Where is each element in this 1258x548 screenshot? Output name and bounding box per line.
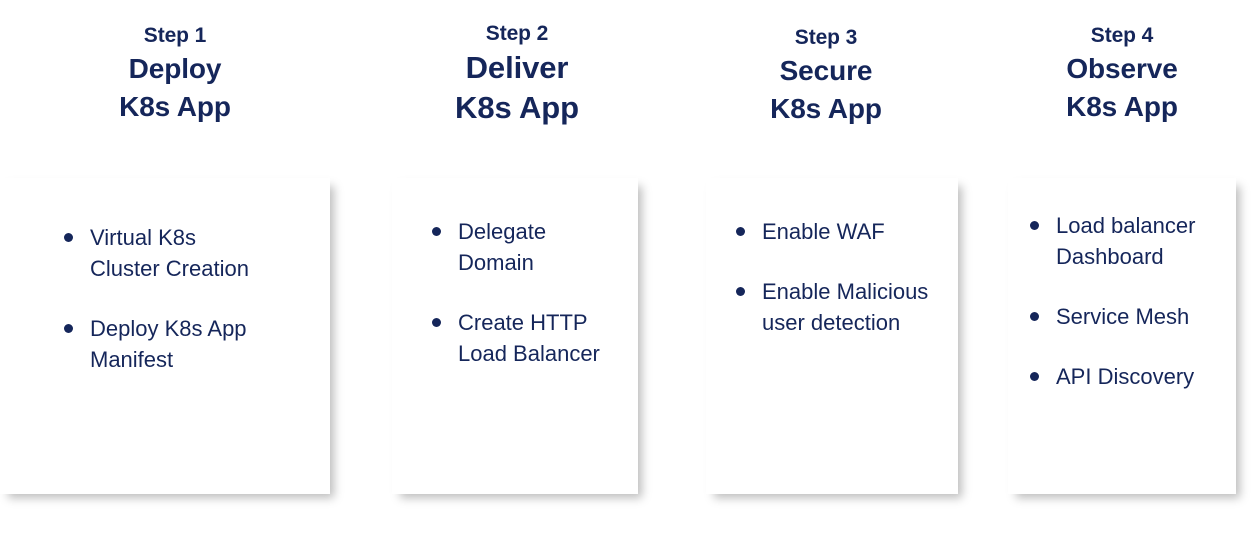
bullet-dot-icon (432, 227, 441, 236)
step-heading-1: Step 1 Deploy K8s App (0, 0, 350, 126)
bullet-list-1: Virtual K8s Cluster Creation Deploy K8s … (0, 178, 330, 375)
step-title-4-line2: K8s App (1066, 91, 1178, 122)
bullet-text: Create HTTP Load Balancer (458, 310, 600, 366)
bullet-dot-icon (64, 324, 73, 333)
bullet-dot-icon (1030, 221, 1039, 230)
bullet-text: Delegate Domain (458, 219, 547, 275)
step-title-1-line2: K8s App (119, 91, 231, 122)
step-label-2: Step 2 (485, 22, 549, 45)
bullet-dot-icon (64, 233, 73, 242)
bullet-list-3: Enable WAF Enable Malicious user detecti… (706, 178, 958, 338)
step-card-4: Load balancer Dashboard Service Mesh API… (1008, 178, 1236, 494)
step-column-3: Step 3 Secure K8s App Enable WAF Enable … (676, 0, 976, 548)
step-heading-4: Step 4 Observe K8s App (986, 0, 1258, 126)
step-card-3: Enable WAF Enable Malicious user detecti… (706, 178, 958, 494)
step-title-2-line2: K8s App (455, 90, 579, 125)
bullet-list-2: Delegate Domain Create HTTP Load Balance… (392, 178, 638, 369)
step-label-3: Step 3 (794, 26, 858, 49)
step-label-1: Step 1 (143, 24, 207, 47)
step-title-3-line2: K8s App (770, 93, 882, 124)
bullet-text: API Discovery (1056, 364, 1195, 389)
step-card-1: Virtual K8s Cluster Creation Deploy K8s … (0, 178, 330, 494)
step-title-4-line1: Observe (1066, 53, 1178, 84)
list-item: Load balancer Dashboard (1030, 210, 1230, 272)
list-item: API Discovery (1030, 361, 1230, 392)
step-heading-3: Step 3 Secure K8s App (676, 0, 976, 128)
list-item: Enable WAF (736, 216, 952, 247)
bullet-dot-icon (1030, 312, 1039, 321)
bullet-list-4: Load balancer Dashboard Service Mesh API… (1008, 178, 1236, 392)
step-label-4: Step 4 (1090, 24, 1154, 47)
list-item: Create HTTP Load Balancer (432, 307, 628, 369)
list-item: Delegate Domain (432, 216, 628, 278)
bullet-text: Load balancer Dashboard (1056, 213, 1196, 269)
step-title-3-line1: Secure (779, 55, 873, 86)
bullet-text: Deploy K8s App Manifest (90, 316, 247, 372)
list-item: Deploy K8s App Manifest (64, 313, 320, 375)
bullet-dot-icon (736, 227, 745, 236)
step-title-2-line1: Deliver (465, 50, 569, 85)
list-item: Service Mesh (1030, 301, 1230, 332)
bullet-text: Enable WAF (762, 219, 885, 244)
bullet-dot-icon (1030, 372, 1039, 381)
bullet-text: Enable Malicious user detection (762, 279, 929, 335)
list-item: Virtual K8s Cluster Creation (64, 222, 320, 284)
step-column-2: Step 2 Deliver K8s App Delegate Domain C… (362, 0, 672, 548)
bullet-dot-icon (736, 287, 745, 296)
step-card-2: Delegate Domain Create HTTP Load Balance… (392, 178, 638, 494)
bullet-text: Service Mesh (1056, 304, 1190, 329)
step-column-1: Step 1 Deploy K8s App Virtual K8s Cluste… (0, 0, 350, 548)
step-title-1-line1: Deploy (128, 53, 222, 84)
list-item: Enable Malicious user detection (736, 276, 952, 338)
bullet-text: Virtual K8s Cluster Creation (90, 225, 249, 281)
bullet-dot-icon (432, 318, 441, 327)
step-column-4: Step 4 Observe K8s App Load balancer Das… (986, 0, 1258, 548)
step-heading-2: Step 2 Deliver K8s App (362, 0, 672, 128)
